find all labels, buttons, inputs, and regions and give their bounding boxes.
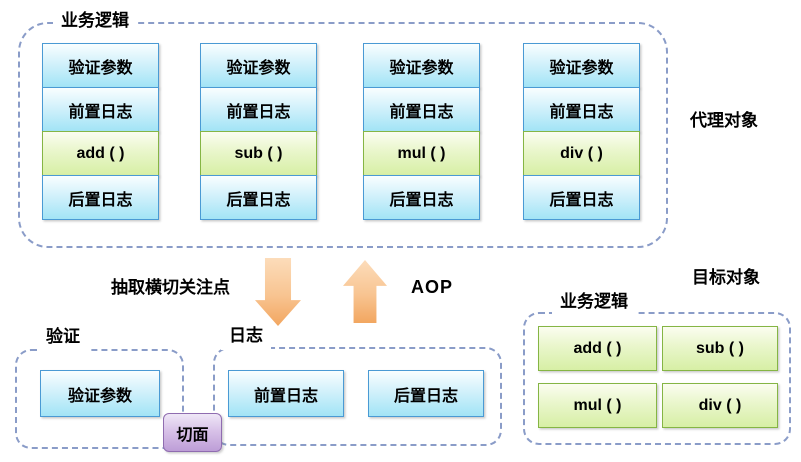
validation-container-label: 验证 <box>38 327 88 351</box>
method-cell-add: add ( ) <box>42 131 159 176</box>
pre-log-cell: 前置日志 <box>523 87 640 132</box>
validate-params-box: 验证参数 <box>40 370 160 417</box>
target-container <box>523 312 791 445</box>
proxy-column-sub: 验证参数 前置日志 sub ( ) 后置日志 <box>200 43 317 220</box>
proxy-column-mul: 验证参数 前置日志 mul ( ) 后置日志 <box>363 43 480 220</box>
validate-params-cell: 验证参数 <box>363 43 480 88</box>
method-cell-mul: mul ( ) <box>363 131 480 176</box>
pre-log-cell: 前置日志 <box>200 87 317 132</box>
proxy-column-div: 验证参数 前置日志 div ( ) 后置日志 <box>523 43 640 220</box>
extract-crosscut-label: 抽取横切关注点 <box>111 278 230 297</box>
target-object-title: 目标对象 <box>692 268 760 287</box>
pre-log-cell: 前置日志 <box>363 87 480 132</box>
pre-log-box: 前置日志 <box>228 370 344 417</box>
proxy-object-side-label: 代理对象 <box>690 111 758 130</box>
pre-log-cell: 前置日志 <box>42 87 159 132</box>
target-method-sub: sub ( ) <box>662 326 778 371</box>
validate-params-cell: 验证参数 <box>200 43 317 88</box>
proxy-container-label: 业务逻辑 <box>53 11 137 35</box>
post-log-cell: 后置日志 <box>200 175 317 220</box>
proxy-object-container <box>18 22 668 248</box>
proxy-column-add: 验证参数 前置日志 add ( ) 后置日志 <box>42 43 159 220</box>
validate-params-cell: 验证参数 <box>42 43 159 88</box>
method-cell-sub: sub ( ) <box>200 131 317 176</box>
log-container-label: 日志 <box>221 326 271 350</box>
target-method-add: add ( ) <box>538 326 657 371</box>
target-container-label: 业务逻辑 <box>552 292 636 316</box>
aop-label: AOP <box>411 277 454 297</box>
aop-up-arrow-icon <box>343 260 387 323</box>
extract-down-arrow-icon <box>255 258 301 326</box>
post-log-cell: 后置日志 <box>42 175 159 220</box>
log-container <box>213 347 502 446</box>
post-log-cell: 后置日志 <box>363 175 480 220</box>
post-log-box: 后置日志 <box>368 370 484 417</box>
method-cell-div: div ( ) <box>523 131 640 176</box>
validation-container <box>15 349 184 449</box>
validate-params-cell: 验证参数 <box>523 43 640 88</box>
target-method-div: div ( ) <box>662 383 778 428</box>
target-method-mul: mul ( ) <box>538 383 657 428</box>
post-log-cell: 后置日志 <box>523 175 640 220</box>
aspect-box: 切面 <box>163 413 222 452</box>
